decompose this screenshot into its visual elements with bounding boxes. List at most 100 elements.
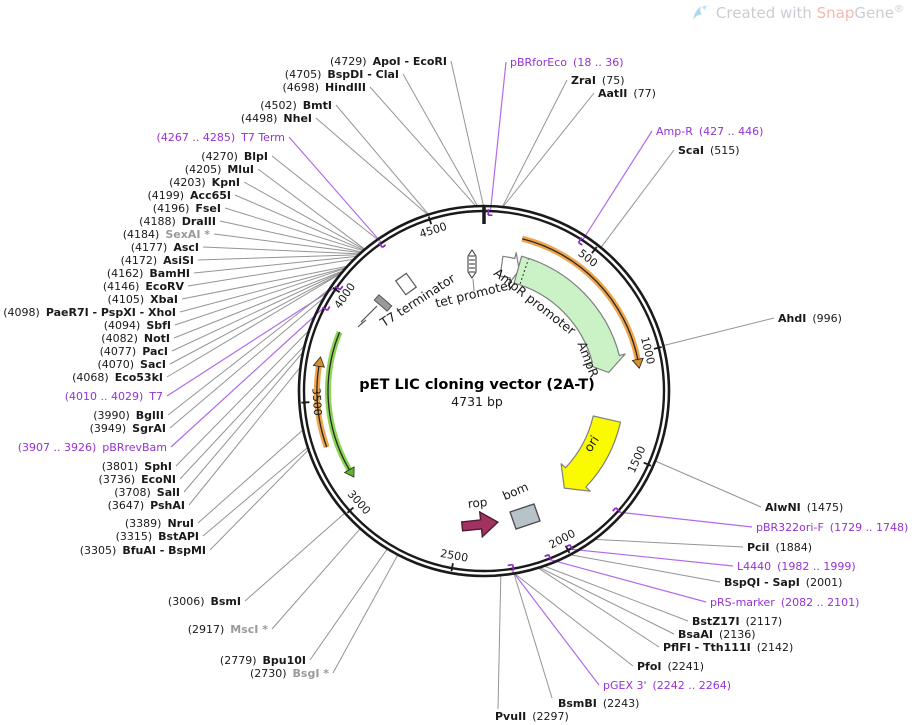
enzyme-label: BstZ17I(2117): [692, 615, 782, 628]
AmpR-promoter-arrow: [499, 252, 520, 285]
primer-label: pRS-marker(2082 .. 2101): [710, 596, 859, 609]
enzyme-leader-line: [502, 92, 595, 208]
enzyme-label: (3389)NruI: [125, 517, 194, 530]
enzyme-label: (4146)EcoRV: [103, 280, 185, 293]
left-gene-arc-arrowhead: [312, 356, 325, 368]
enzyme-label: (3990)BglII: [93, 409, 164, 422]
primer-site-arc: [612, 507, 617, 512]
primer-site-arc: [326, 305, 331, 311]
enzyme-leader-line: [594, 538, 744, 548]
enzyme-label: (2779)Bpu10I: [220, 654, 306, 667]
enzyme-label: AhdI(996): [778, 312, 842, 325]
enzyme-label: ZraI(75): [571, 74, 625, 87]
watermark-brand-snap: Snap: [816, 4, 855, 22]
t7-terminator-bar-icon: [373, 294, 393, 312]
enzyme-label: (4172)AsiSI: [121, 254, 194, 267]
feature-label: ori: [581, 433, 602, 455]
enzyme-label: (4082)NotI: [101, 332, 170, 345]
scale-tick-label: 2500: [439, 547, 469, 565]
primer-leader-line: [510, 568, 600, 686]
enzyme-label: (4162)BamHI: [107, 267, 190, 280]
watermark-registered-mark: ®: [894, 4, 904, 15]
enzyme-leader-line: [166, 272, 342, 378]
enzyme-label: AlwNI(1475): [765, 501, 843, 514]
primer-leader-line: [617, 511, 753, 528]
bom-box: [509, 503, 541, 530]
enzyme-leader-line: [174, 267, 346, 326]
enzyme-leader-line: [315, 117, 429, 216]
enzyme-leader-line: [570, 554, 721, 583]
enzyme-leader-line: [179, 267, 347, 313]
scale-tick: [450, 563, 454, 572]
enzyme-leader-line: [213, 233, 362, 254]
plasmid-title: pET LIC cloning vector (2A-T): [359, 377, 594, 393]
enzyme-label: (4199)Acc65I: [147, 189, 231, 202]
primer-leader-line: [570, 548, 734, 567]
enzyme-leader-line: [309, 548, 388, 661]
enzyme-leader-line: [167, 288, 331, 416]
features: [312, 235, 644, 492]
watermark-prefix: Created with: [715, 4, 817, 22]
primer-label: pGEX 3'(2242 .. 2264): [603, 679, 731, 692]
t7-terminator-arrow-icon: [360, 305, 378, 323]
enzyme-label: (4270)BlpI: [201, 150, 268, 163]
primer-site-arc: [339, 285, 344, 291]
scale-tick: [427, 216, 433, 225]
enzyme-leader-line: [450, 60, 484, 207]
enzyme-leader-line: [543, 565, 689, 622]
feature-label: bom: [500, 480, 530, 503]
primer-label: (3907 .. 3926)pBRrevBam: [18, 441, 167, 454]
enzyme-leader-line: [188, 366, 301, 506]
enzyme-label: (3305)BfuAI - BspMI: [80, 544, 206, 557]
primer-leader-line: [489, 61, 507, 212]
enzyme-leader-line: [219, 220, 363, 253]
ori: [560, 415, 622, 492]
enzyme-leader-line: [537, 567, 660, 648]
snapgene-logo-icon: [692, 5, 707, 20]
enzyme-leader-line: [663, 317, 775, 347]
enzyme-leader-line: [183, 351, 304, 493]
enzyme-leader-line: [402, 73, 479, 207]
enzyme-leader-line: [171, 271, 344, 352]
plasmid-length: 4731 bp: [451, 394, 503, 409]
enzyme-leader-line: [501, 79, 568, 208]
scale-tick-label: 4000: [332, 281, 359, 311]
enzyme-leader-line: [271, 528, 361, 630]
leader-lines: [166, 60, 775, 710]
enzyme-leader-line: [197, 254, 359, 261]
enzyme-leader-line: [179, 344, 306, 480]
primer-leader-line: [581, 130, 653, 241]
enzyme-label: (4068)Eco53kI: [72, 371, 163, 384]
AmpR-gene-arc-core: [522, 238, 639, 360]
enzyme-label: PfoI(2241): [637, 660, 704, 673]
enzyme-leader-line: [234, 194, 365, 251]
enzyme-label: (4203)KpnI: [169, 176, 240, 189]
watermark-text: Created with SnapGene®: [716, 4, 904, 22]
enzyme-label: BspQI - SapI(2001): [724, 576, 842, 589]
snapgene-watermark: Created with SnapGene®: [690, 3, 904, 23]
enzyme-label: BsmBI(2243): [558, 697, 639, 710]
primer-label: pBRforEco(18 .. 36): [510, 56, 624, 69]
watermark-brand-gene: Gene: [854, 4, 894, 22]
enzyme-leader-line: [244, 512, 346, 602]
enzyme-label: (4098)PaeR7I - PspXI - XhoI: [3, 306, 176, 319]
tet-promoter-stem: [472, 278, 475, 292]
primer-site-tick: [511, 564, 515, 571]
t7-terminator-arrowhead-icon: [357, 319, 367, 328]
enzyme-leader-line: [202, 246, 360, 255]
enzyme-leader-line: [181, 265, 348, 300]
enzyme-leader-line: [173, 270, 344, 339]
primer-leader-line: [170, 306, 326, 448]
primer-label: pBR322ori-F(1729 .. 1748): [756, 521, 908, 534]
enzyme-leader-line: [600, 149, 675, 248]
enzyme-label: (4070)SacI: [97, 358, 166, 371]
enzyme-label: (4184)SexAI *: [123, 228, 210, 241]
enzyme-leader-line: [175, 329, 310, 467]
enzyme-label: (3949)SgrAI: [90, 422, 166, 435]
enzyme-label: (3647)PshAI: [108, 499, 185, 512]
primer-site-arc: [544, 553, 550, 558]
enzyme-leader-line: [193, 255, 358, 274]
primer-label: (4010 .. 4029)T7: [65, 390, 163, 403]
enzyme-label: ScaI(515): [678, 144, 740, 157]
